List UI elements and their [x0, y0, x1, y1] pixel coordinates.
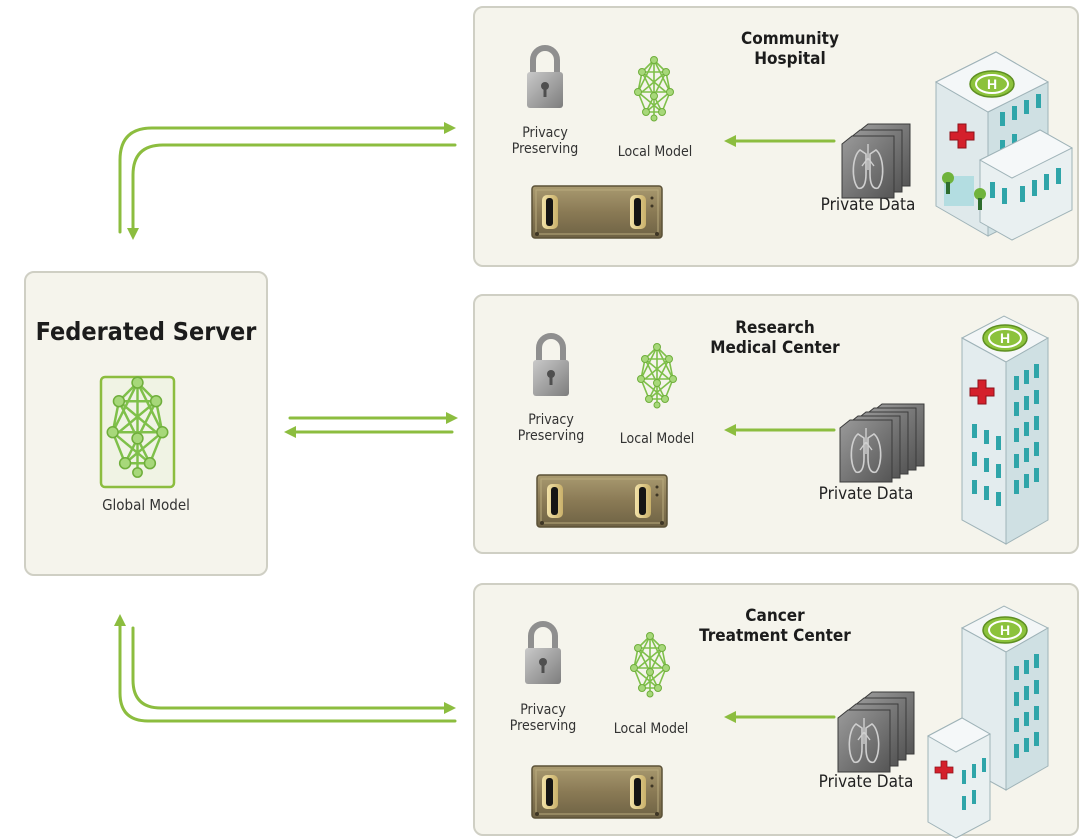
privacy-label: Privacy Preserving: [511, 125, 579, 158]
padlock-icon: [527, 48, 563, 108]
server-rack-icon: [536, 474, 668, 528]
server-rack-icon: [531, 185, 663, 239]
arrow-to-site-3: [131, 626, 448, 710]
privacy-label: Privacy Preserving: [517, 412, 585, 445]
lung-scan-stack-icon: [837, 691, 915, 773]
tower-hospital-icon: [960, 315, 1050, 545]
site-title: Cancer Treatment Center: [699, 606, 851, 646]
arrow-to-site-1: [118, 126, 448, 234]
arrow-from-site-3: [118, 620, 457, 723]
global-model-icon: [99, 375, 176, 489]
privacy-label: Privacy Preserving: [509, 702, 577, 735]
neural-network-icon: [629, 631, 671, 698]
server-rack-icon: [531, 765, 663, 819]
private-data-label: Private Data: [818, 484, 914, 504]
treatment-center-building-icon: [926, 605, 1050, 839]
global-model-label: Global Model: [102, 496, 190, 514]
neural-network-icon: [636, 342, 678, 409]
local-model-label: Local Model: [613, 721, 689, 737]
lung-scan-stack-icon: [839, 403, 925, 483]
local-model-label: Local Model: [619, 431, 695, 447]
local-model-label: Local Model: [617, 144, 693, 160]
lung-scan-stack-icon: [841, 123, 911, 199]
hospital-building-icon: [934, 51, 1074, 241]
private-data-label: Private Data: [818, 772, 914, 792]
private-data-label: Private Data: [820, 195, 916, 215]
server-title: Federated Server: [35, 317, 257, 346]
neural-network-icon: [633, 55, 675, 122]
arrow-from-site-1: [131, 143, 457, 234]
padlock-icon: [525, 624, 561, 684]
site-title: Community Hospital: [741, 29, 839, 69]
site-title: Research Medical Center: [710, 318, 840, 358]
padlock-icon: [533, 336, 569, 396]
